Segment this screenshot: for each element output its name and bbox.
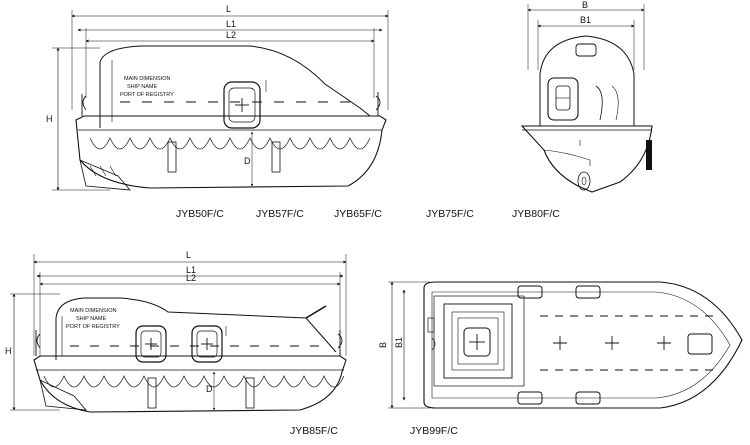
model-label-jyb57: JYB57F/C [256, 208, 304, 220]
model-label-jyb75: JYB75F/C [426, 208, 474, 220]
dim-label-L1-85: L1 [186, 265, 196, 275]
plan-view-jyb99 [388, 281, 743, 409]
dim-label-B1-front: B1 [580, 15, 591, 25]
hull-text-main-dimension-85: MAIN DIMENSION [70, 308, 116, 314]
dim-label-L2-85: L2 [186, 273, 196, 283]
dim-label-H-85: H [5, 346, 12, 356]
side-view-jyb85 [10, 254, 347, 413]
hull-text-port-of-registry: PORT OF REGISTRY [120, 92, 174, 98]
model-label-jyb50: JYB50F/C [176, 208, 224, 220]
hull-text-port-of-registry-85: PORT OF REGISTRY [66, 324, 120, 330]
dim-label-B-front: B [582, 0, 588, 10]
dim-label-L: L [226, 4, 231, 14]
dim-label-B-plan: B [378, 342, 388, 348]
front-view [520, 4, 653, 193]
hull-text-main-dimension: MAIN DIMENSION [124, 76, 170, 82]
dim-label-B1-plan: B1 [394, 337, 404, 348]
model-label-jyb65: JYB65F/C [334, 208, 382, 220]
model-label-jyb80: JYB80F/C [512, 208, 560, 220]
dim-label-L-85: L [186, 250, 191, 260]
model-label-jyb99: JYB99F/C [410, 425, 458, 437]
hull-text-ship-name-85: SHIP NAME [76, 316, 106, 322]
dim-label-D-85: D [206, 384, 213, 394]
dim-label-L2: L2 [226, 30, 236, 40]
side-view-small-boat [52, 10, 389, 191]
hull-text-ship-name: SHIP NAME [127, 84, 157, 90]
dim-label-D: D [244, 156, 251, 166]
dim-label-L1: L1 [226, 19, 236, 29]
model-label-jyb85: JYB85F/C [290, 425, 338, 437]
dim-label-H: H [46, 114, 53, 124]
